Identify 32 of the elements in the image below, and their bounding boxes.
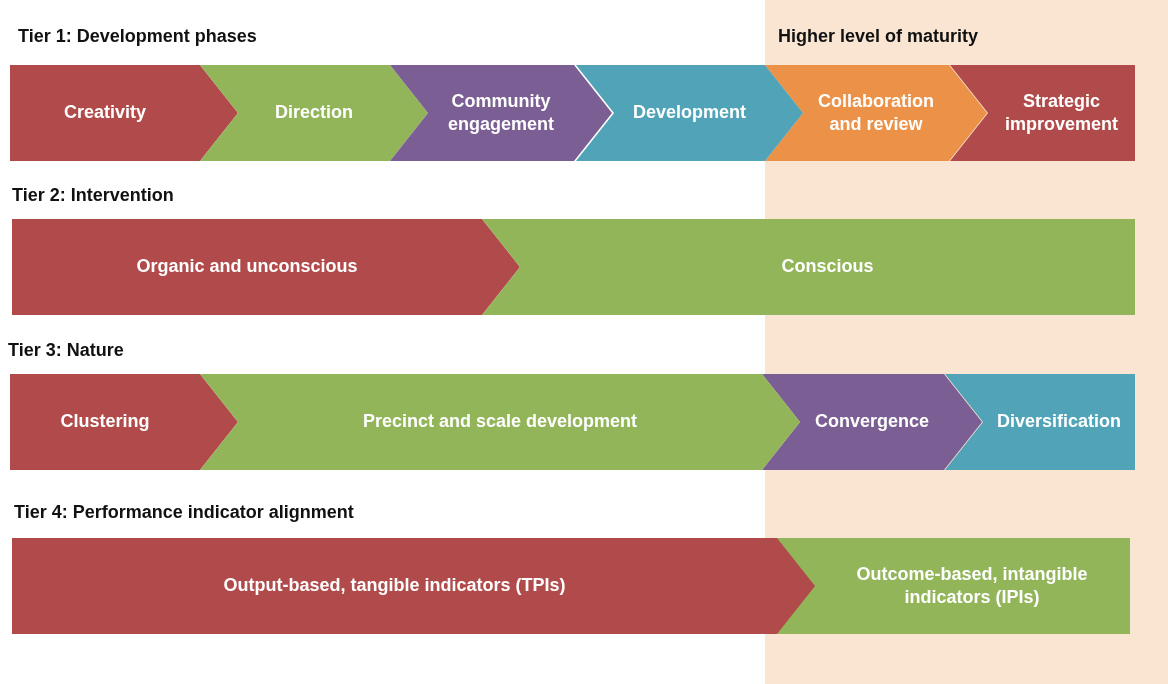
stage-banner bbox=[12, 538, 815, 634]
tier-heading: Tier 1: Development phases bbox=[18, 26, 257, 47]
tier-heading: Tier 3: Nature bbox=[8, 340, 124, 361]
stage-banner bbox=[10, 65, 238, 161]
stage-label: Conscious bbox=[781, 255, 874, 279]
band-heading: Higher level of maturity bbox=[778, 26, 979, 47]
stage-label: Organic and unconscious bbox=[136, 255, 358, 279]
stage-label: Output-based, tangible indicators (TPIs) bbox=[223, 574, 566, 598]
stage-label: Diversification bbox=[996, 410, 1121, 434]
stage-label: Precinct and scale development bbox=[362, 410, 638, 434]
tier-heading: Tier 2: Intervention bbox=[12, 185, 174, 206]
stage-label: Clustering bbox=[60, 410, 150, 434]
stage-banner bbox=[12, 219, 520, 315]
stage-label: Convergence bbox=[814, 410, 929, 434]
stage-label: Community engagement bbox=[447, 89, 555, 136]
stage-label: Development bbox=[633, 101, 746, 125]
stage-banner bbox=[390, 65, 612, 161]
stage-label: Creativity bbox=[63, 101, 146, 125]
stage-banner bbox=[200, 374, 800, 470]
stage-banner bbox=[482, 219, 1135, 315]
stage-banner bbox=[10, 374, 238, 470]
stage-banner bbox=[765, 65, 987, 161]
stage-banner bbox=[576, 65, 803, 161]
stage-banner bbox=[950, 65, 1135, 161]
stage-label: Outcome-based, intangible indicators (IPIs) bbox=[855, 562, 1089, 609]
stage-banner bbox=[762, 374, 982, 470]
tier-heading: Tier 4: Performance indicator alignment bbox=[14, 502, 354, 523]
stage-label: Direction bbox=[275, 101, 353, 125]
stage-banner bbox=[776, 538, 1130, 634]
stage-banner bbox=[200, 65, 428, 161]
stage-label: Collaboration and review bbox=[817, 89, 935, 136]
stage-label: Strategic improvement bbox=[1004, 89, 1119, 136]
